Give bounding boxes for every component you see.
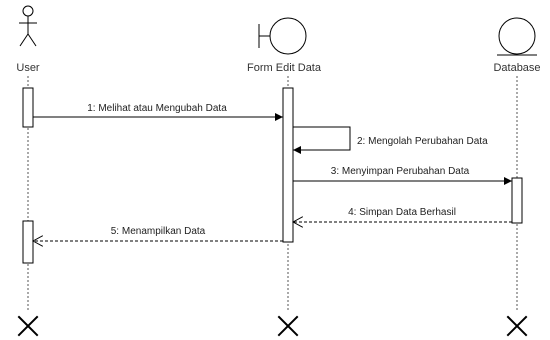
message-5[interactable]: 5: Menampilkan Data (33, 226, 283, 241)
activation-user-1 (22, 87, 34, 128)
activation-user-2 (22, 220, 34, 264)
message-1[interactable]: 1: Melihat atau Mengubah Data (33, 103, 283, 121)
participant-form[interactable]: Form Edit Data (247, 17, 322, 74)
message-3[interactable]: 3: Menyimpan Perubahan Data (293, 166, 512, 185)
activation-database (511, 177, 523, 224)
message-1-label: 1: Melihat atau Mengubah Data (87, 103, 227, 114)
destroy-form-icon (277, 315, 299, 337)
message-5-label: 5: Menampilkan Data (111, 226, 206, 237)
participant-form-label: Form Edit Data (247, 62, 322, 74)
message-2-label: 2: Mengolah Perubahan Data (357, 136, 488, 147)
message-4[interactable]: 4: Simpan Data Berhasil (293, 207, 512, 222)
message-4-label: 4: Simpan Data Berhasil (348, 207, 456, 218)
destroy-user-icon (17, 315, 39, 337)
actor-icon (19, 5, 37, 47)
participant-database[interactable]: Database (493, 17, 541, 74)
participant-database-label: Database (493, 62, 540, 74)
boundary-icon (258, 17, 307, 55)
participant-user-label: User (16, 62, 40, 74)
destroy-database-icon (506, 315, 528, 337)
participant-user[interactable]: User (16, 5, 40, 74)
message-3-label: 3: Menyimpan Perubahan Data (331, 166, 470, 177)
message-2[interactable]: 2: Mengolah Perubahan Data (293, 126, 488, 154)
activation-form (282, 87, 294, 243)
message-2-arrow (293, 126, 351, 154)
entity-icon (497, 17, 537, 56)
